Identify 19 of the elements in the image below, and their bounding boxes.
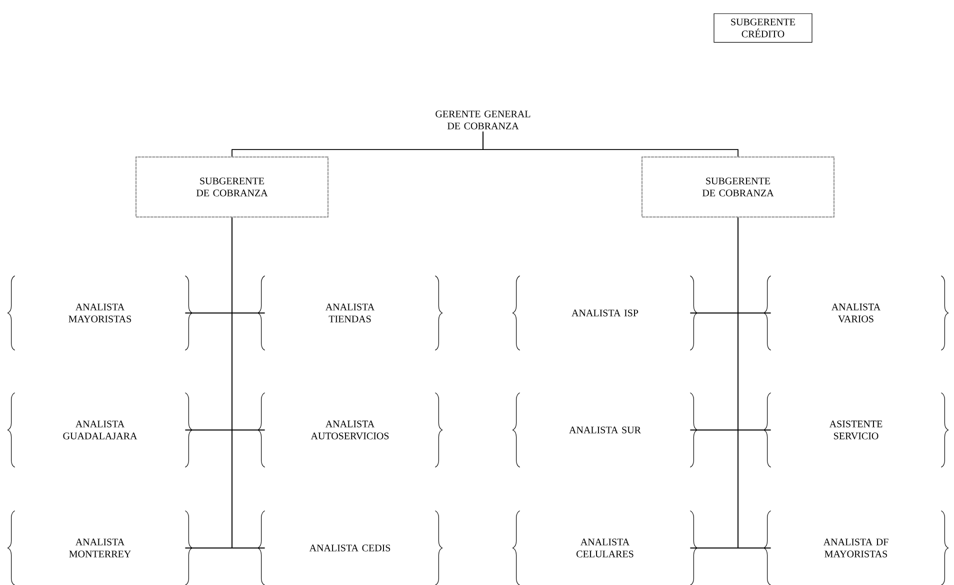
bracket-box: ANALISTA ISP xyxy=(512,276,698,350)
manager-box: SUBGERENTE DE COBRANZA xyxy=(136,156,328,218)
title-box: SUBGERENTE CRÉDITO xyxy=(714,13,812,43)
bracket-box: ANALISTA MONTERREY xyxy=(8,510,192,585)
connector-line xyxy=(232,217,266,548)
bracket-box: ANALISTA SUR xyxy=(512,392,698,468)
heading-text: GERENTE GENERAL DE COBRANZA xyxy=(436,110,530,130)
bracket-box: ANALISTA CEDIS xyxy=(258,510,442,585)
connector-line xyxy=(738,217,772,548)
bracket-box: ANALISTA VARIOS xyxy=(764,276,948,350)
bracket-box: ANALISTA CELULARES xyxy=(512,510,698,585)
connector-line xyxy=(482,131,738,157)
bracket-box: ASISTENTE SERVICIO xyxy=(764,392,948,468)
manager-box: SUBGERENTE DE COBRANZA xyxy=(642,156,834,218)
bracket-box: ANALISTA MAYORISTAS xyxy=(8,276,192,350)
bracket-box: ANALISTA DF MAYORISTAS xyxy=(764,510,948,585)
bracket-box: ANALISTA GUADALAJARA xyxy=(8,392,192,468)
bracket-box: ANALISTA AUTOSERVICIOS xyxy=(258,392,442,468)
bracket-box: ANALISTA TIENDAS xyxy=(258,276,442,350)
